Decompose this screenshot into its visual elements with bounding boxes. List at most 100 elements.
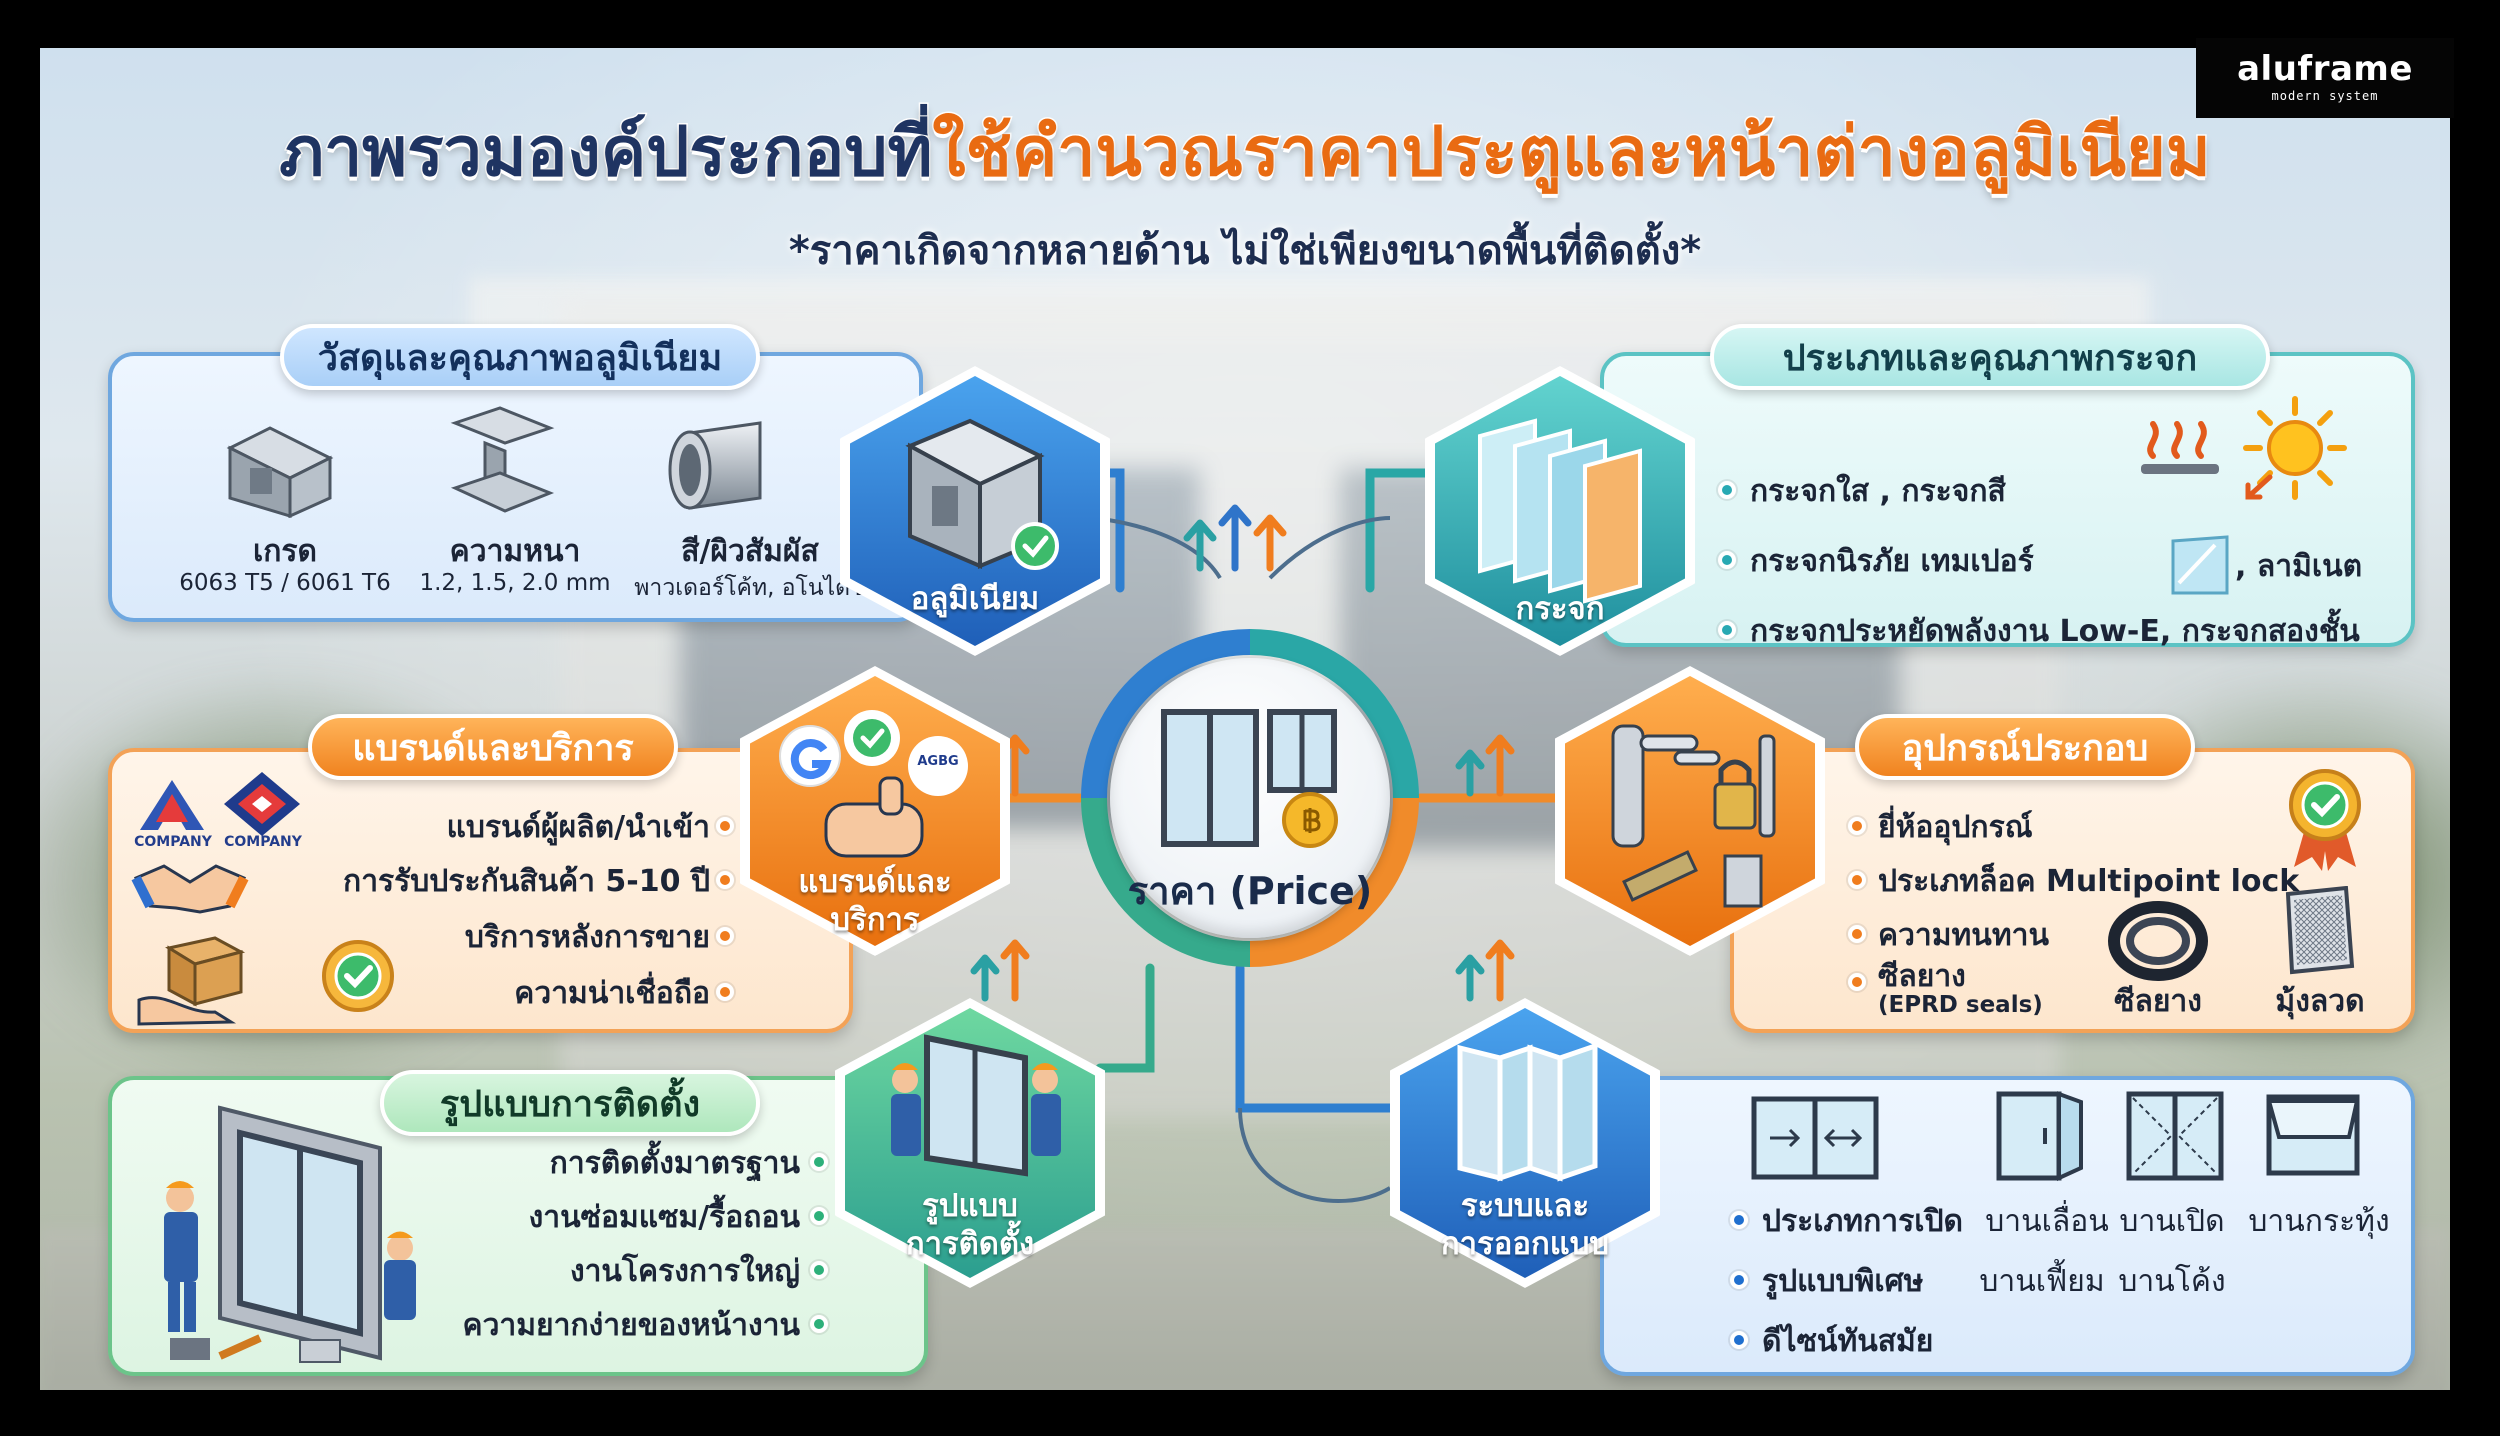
installation-hexagon: รูปแบบ การติดตั้ง [835, 998, 1105, 1288]
hardware-hexagon [1555, 666, 1825, 956]
installation-bullet-1 [810, 1153, 828, 1171]
i-beam-icon [450, 406, 555, 513]
hardware-seal-note: (EPRD seals) [1878, 992, 2043, 1018]
system-bullet-1 [1730, 1211, 1748, 1229]
brand-item-warranty: การรับประกันสินค้า 5-10 ปี [343, 864, 710, 899]
system-option-casement: บานเปิด [2119, 1204, 2225, 1239]
glass-item-lowe: กระจกประหยัดพลังงาน Low-E, กระจกสองชั้น [1750, 614, 2360, 649]
system-modern-design-label: ดีไซน์ทันสมัย [1762, 1324, 1934, 1359]
system-bullet-3 [1730, 1331, 1748, 1349]
system-hexagon-label-1: ระบบและ [1460, 1188, 1590, 1224]
glass-header: ประเภทและคุณภาพกระจก [1710, 324, 2270, 390]
brand-item-manufacturer: แบรนด์ผู้ผลิต/นำเข้า [446, 810, 710, 845]
logo-tagline: modern system [2271, 89, 2379, 103]
delivery-box-icon [137, 936, 246, 1026]
hardware-bullet-1 [1848, 817, 1866, 835]
brand-bullet-4 [716, 983, 734, 1001]
system-option-folding: บานเฟี้ยม [1979, 1264, 2105, 1299]
brand-hexagon-label-1: แบรนด์และ [798, 864, 952, 900]
brand-item-after-sales: บริการหลังการขาย [464, 920, 710, 955]
aluminum-finish-label: สี/ผิวสัมผัส [681, 534, 819, 569]
aluminum-hexagon: อลูมิเนียม [840, 366, 1110, 656]
aluframe-logo: aluframe modern system [2196, 38, 2454, 118]
installers-icon [891, 1034, 1061, 1177]
installation-hexagon-label-2: การติดตั้ง [905, 1226, 1035, 1262]
company-logo-1-text: COMPANY [134, 834, 212, 850]
system-hexagon: ระบบและ การออกแบบ [1390, 998, 1660, 1288]
system-hexagon-label-2: การออกแบบ [1440, 1226, 1610, 1262]
glass-bullet-3 [1718, 621, 1736, 639]
hardware-item-durability: ความทนทาน [1878, 918, 2049, 953]
aluminum-header: วัสดุและคุณภาพอลูมิเนียม [280, 324, 760, 390]
installation-hexagon-label-1: รูปแบบ [922, 1188, 1018, 1224]
folding-door-icon [1457, 1042, 1598, 1182]
hardware-bullet-4 [1848, 973, 1866, 991]
hardware-header: อุปกรณ์ประกอบ [1855, 714, 2195, 780]
installation-item-difficulty: ความยากง่ายของหน้างาน [462, 1308, 801, 1343]
aluminum-extrusion-icon [905, 418, 1059, 570]
connector-system [1235, 963, 1395, 1113]
quality-badge-icon [322, 940, 394, 1012]
installation-bullet-4 [810, 1315, 828, 1333]
brand-hexagon: AGBG แบรนด์และ บริการ [740, 666, 1010, 956]
brand-bullet-1 [716, 817, 734, 835]
company-logo-1-icon [140, 780, 204, 830]
baht-coin-icon [1303, 808, 1321, 833]
aluminum-hexagon-label: อลูมิเนียม [910, 581, 1040, 617]
hardware-item-lock: ประเภทล็อค Multipoint lock [1878, 864, 2300, 899]
subtitle: *ราคาเกิดจากหลายด้าน ไม่ใช่เพียงขนาดพื้น… [788, 228, 1702, 274]
brand-bullet-3 [716, 927, 734, 945]
hardware-item-brand: ยี่ห้ออุปกรณ์ [1878, 810, 2033, 845]
main-title-part-1: ภาพรวมองค์ประกอบที่ [278, 112, 934, 194]
system-option-curved: บานโค้ง [2118, 1264, 2226, 1299]
brand-hexagon-label-2: บริการ [830, 902, 920, 938]
aluminum-thickness-detail: 1.2, 1.5, 2.0 mm [419, 570, 611, 596]
hardware-item-seal: ซีลยาง [1878, 959, 1966, 994]
infographic-canvas: ภาพรวมองค์ประกอบที่ใช้คำนวณราคาประตูและห… [40, 48, 2450, 1390]
hardware-seal-label: ซีลยาง [2114, 984, 2202, 1019]
glass-hexagon: กระจก [1425, 366, 1695, 656]
rubber-seal-icon [2108, 901, 2208, 981]
glass-bullet-2 [1718, 551, 1736, 569]
logo-brand: aluframe [2237, 49, 2413, 89]
hardware-bullet-3 [1848, 925, 1866, 943]
connector-installation [1095, 963, 1155, 1073]
glass-panes-icon [1478, 418, 1642, 604]
aluminum-grade-label: เกรด [252, 534, 317, 569]
glass-panel [1600, 352, 2415, 647]
main-title: ภาพรวมองค์ประกอบที่ใช้คำนวณราคาประตูและห… [40, 108, 2450, 198]
system-opening-type-label: ประเภทการเปิด [1762, 1204, 1963, 1239]
system-bullet-2 [1730, 1271, 1748, 1289]
installation-item-project: งานโครงการใหญ่ [569, 1254, 800, 1289]
installation-item-repair: งานซ่อมแซม/รื้อถอน [528, 1200, 800, 1235]
casement-window-icon [1996, 1091, 2083, 1182]
main-title-part-2: ใช้คำนวณราคาประตูและหน้าต่างอลูมิเนียม [931, 112, 2212, 194]
insect-screen-icon [2285, 886, 2355, 975]
aluminum-grade-detail: 6063 T5 / 6061 T6 [179, 570, 391, 596]
glass-laminate-label: , ลามิเนต [2235, 549, 2363, 584]
brand-header: แบรนด์และบริการ [308, 714, 678, 780]
sun-icon [2243, 396, 2347, 500]
installation-workers-icon [164, 1105, 416, 1363]
hardware-tools-icon [1611, 724, 1776, 908]
awning-window-icon [2266, 1094, 2360, 1176]
company-logo-2-icon [224, 772, 300, 836]
system-special-label: รูปแบบพิเศษ [1762, 1264, 1924, 1299]
handshake-icon [131, 864, 249, 914]
heat-icon [2141, 421, 2219, 474]
sliding-window-icon [1751, 1096, 1879, 1180]
glass-item-clear: กระจกใส , กระจกสี [1750, 474, 2006, 509]
glass-hexagon-label: กระจก [1515, 591, 1605, 627]
installation-item-standard: การติดตั้งมาตรฐาน [549, 1146, 800, 1181]
system-option-awning: บานกระทุ้ง [2248, 1204, 2390, 1239]
installation-header: รูปแบบการติดตั้ง [380, 1070, 760, 1136]
brand-bullet-2 [716, 871, 734, 889]
aluminum-thickness-label: ความหนา [449, 534, 581, 569]
windows-coin-icon [1161, 709, 1338, 848]
company-logo-2-text: COMPANY [224, 834, 302, 850]
system-option-sliding: บานเลื่อน [1985, 1204, 2109, 1239]
certificate-ribbon-icon [2289, 769, 2361, 871]
installation-bullet-2 [810, 1207, 828, 1225]
pipe-icon [668, 421, 762, 510]
installation-bullet-3 [810, 1261, 828, 1279]
